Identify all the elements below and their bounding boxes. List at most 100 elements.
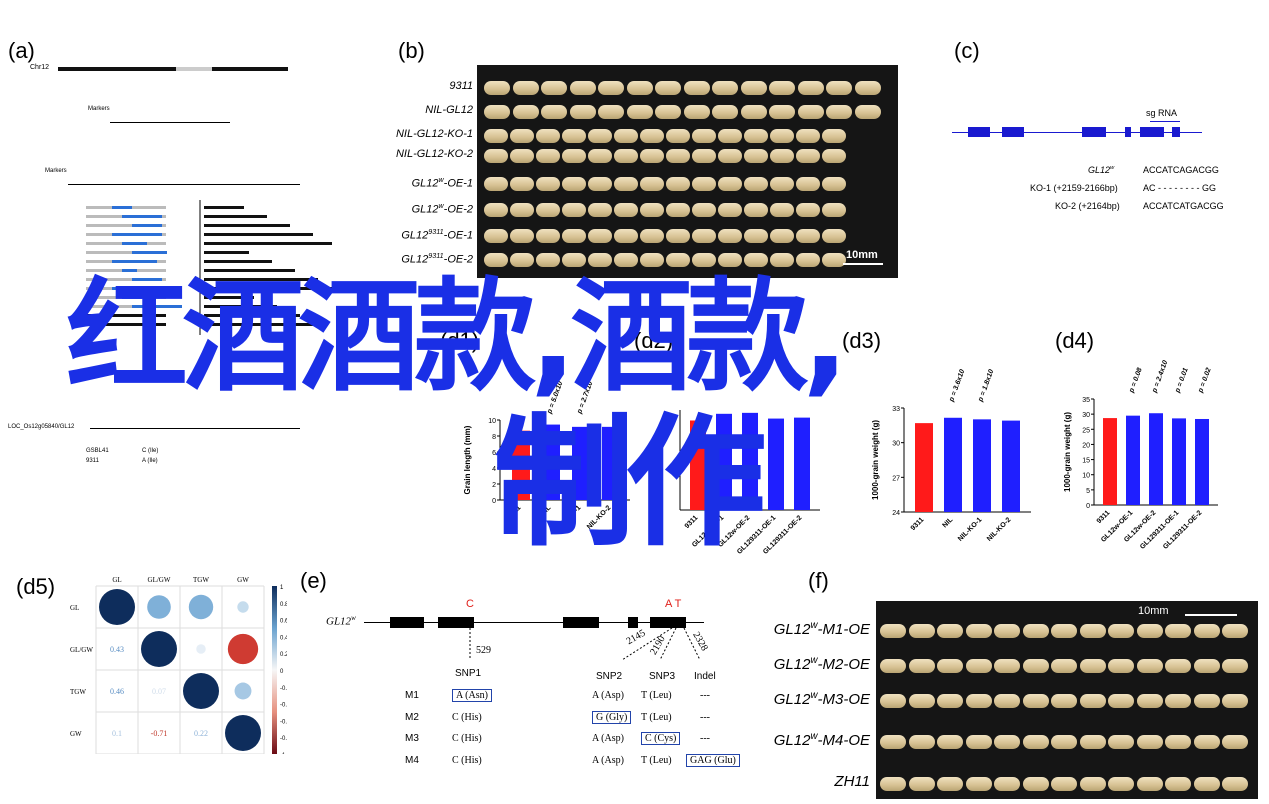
- y-tick-label: 2: [492, 482, 496, 489]
- y-tick-label: 8: [492, 434, 496, 441]
- grain: [562, 203, 586, 217]
- grain: [666, 229, 690, 243]
- grain: [1079, 694, 1106, 708]
- grain: [1022, 735, 1049, 749]
- grain: [666, 129, 690, 143]
- grain: [640, 203, 664, 217]
- bar: [602, 426, 620, 500]
- grain: [908, 735, 935, 749]
- grain-row-label-f: GL12w-M2-OE: [773, 655, 870, 673]
- grain-length-bar: [204, 233, 313, 236]
- grain: [937, 777, 963, 791]
- grain-photo-b: [477, 65, 898, 278]
- y-tick-label: 24: [892, 510, 900, 517]
- exon-e2: [438, 617, 474, 628]
- y-tick-label: 0: [492, 498, 496, 505]
- markers-label-2: Markers: [45, 168, 67, 174]
- grain: [598, 105, 624, 119]
- grain-row-label-f: GL12w-M4-OE: [773, 731, 870, 749]
- grain: [598, 81, 624, 95]
- grain: [880, 624, 906, 638]
- pos-529: 529: [476, 645, 491, 656]
- grain: [1136, 777, 1163, 791]
- corr-col-label: GL/GW: [148, 576, 171, 584]
- corr-coef: 0.46: [110, 687, 124, 696]
- grain: [826, 105, 852, 119]
- panel-b-label: (b): [398, 38, 425, 63]
- indel-cell: ---: [700, 712, 710, 723]
- ko2-seq: ACCATCATGACGG: [1143, 201, 1224, 211]
- header-snp1: SNP1: [455, 668, 482, 679]
- bar: [1126, 415, 1140, 505]
- genotype-segment: [122, 269, 137, 272]
- grain: [965, 735, 992, 749]
- snp-c-marker: C: [466, 598, 474, 610]
- corr-circle: [141, 631, 177, 667]
- genotype-segment: [132, 251, 167, 254]
- snp2-cell: A (Asp): [592, 690, 624, 701]
- bar: [716, 413, 732, 510]
- grain: [718, 129, 742, 143]
- grain: [626, 81, 653, 95]
- grain: [1193, 735, 1220, 749]
- grain: [640, 177, 664, 191]
- ko2-label: KO-2 (+2164bp): [1055, 201, 1120, 211]
- y-axis-label: 1000-grain weight (g): [1063, 412, 1072, 492]
- scale-tick: 0.6: [280, 619, 287, 625]
- y-axis-label: Grain length (mm): [463, 425, 472, 494]
- grain: [541, 105, 567, 119]
- grain: [1079, 624, 1106, 638]
- marker-line-1: [110, 122, 230, 123]
- gene-label-c: GL12w: [1088, 165, 1115, 175]
- grain: [562, 253, 586, 267]
- grain: [588, 203, 612, 217]
- allele-seq-1: C (Ile): [142, 448, 159, 454]
- grain: [1079, 777, 1106, 791]
- grain: [588, 149, 612, 163]
- grain: [770, 229, 794, 243]
- grain: [562, 129, 586, 143]
- grain: [510, 203, 534, 217]
- y-axis-label: 1000-grain weight (g): [871, 420, 880, 500]
- grain: [1022, 694, 1049, 708]
- grain: [640, 229, 664, 243]
- y-tick-label: 30: [1082, 412, 1090, 419]
- genotype-row: [86, 314, 166, 317]
- ko1-seq: AC - - - - - - - - GG: [1143, 183, 1216, 193]
- bar: [768, 418, 784, 510]
- genotype-segment: [122, 215, 162, 218]
- snp-at-marker: A T: [665, 598, 682, 610]
- grain-length-bar: [204, 305, 277, 308]
- grain: [769, 81, 795, 95]
- bar: [944, 417, 962, 512]
- p-value-label: p = 0.02: [1197, 367, 1213, 395]
- grain-length-bar: [204, 242, 332, 245]
- color-scale: [272, 586, 277, 754]
- grain: [1222, 777, 1248, 791]
- grain: [796, 177, 820, 191]
- marker-line-2: [68, 184, 300, 185]
- snp1-cell: A (Asn): [452, 689, 492, 702]
- corr-circle: [188, 594, 214, 620]
- grain-length-bar: [204, 260, 272, 263]
- scale-tick: 0.8: [280, 602, 287, 608]
- panel-d5-label: (d5): [16, 574, 56, 599]
- grain: [1136, 735, 1163, 749]
- grain: [744, 253, 768, 267]
- grain: [562, 229, 586, 243]
- grain: [614, 229, 638, 243]
- corr-coef: 0.43: [110, 645, 124, 654]
- grain: [965, 694, 992, 708]
- grain: [994, 777, 1020, 791]
- exon-e1: [390, 617, 424, 628]
- watermark-line-2: 制作: [493, 401, 767, 566]
- grain: [640, 149, 664, 163]
- snp3-cell: T (Leu): [641, 712, 672, 723]
- grain: [744, 129, 768, 143]
- grain-row-label: NIL-GL12: [425, 104, 473, 116]
- scale-tick: -0.2: [280, 686, 287, 692]
- grain: [908, 624, 935, 638]
- grain-row-label: GL129311-OE-2: [401, 252, 473, 266]
- scale-tick: -0.6: [280, 719, 287, 725]
- y-tick-label: 15: [1082, 458, 1090, 465]
